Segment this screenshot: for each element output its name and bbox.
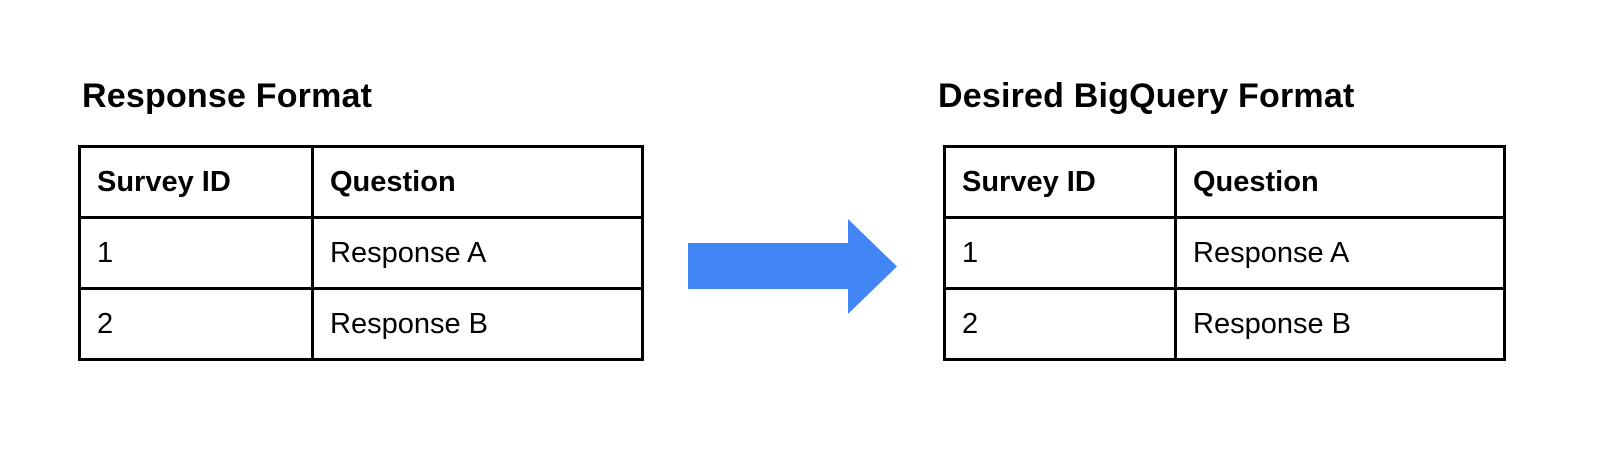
right-arrow-shape (688, 219, 897, 314)
table-row: 2 Response B (943, 287, 1506, 361)
cell-survey-id: 2 (78, 287, 314, 361)
column-header-survey-id: Survey ID (943, 145, 1177, 219)
response-format-table: Survey ID Question 1 Response A 2 Respon… (78, 145, 644, 361)
bigquery-format-table: Survey ID Question 1 Response A 2 Respon… (943, 145, 1506, 361)
bigquery-format-title: Desired BigQuery Format (938, 77, 1355, 115)
table-row: 1 Response A (943, 216, 1506, 290)
cell-survey-id: 1 (78, 216, 314, 290)
table-row: 1 Response A (78, 216, 644, 290)
response-format-title: Response Format (82, 77, 373, 115)
cell-question: Response B (311, 287, 644, 361)
column-header-survey-id: Survey ID (78, 145, 314, 219)
cell-survey-id: 2 (943, 287, 1177, 361)
cell-question: Response A (1174, 216, 1506, 290)
column-header-question: Question (311, 145, 644, 219)
table-header-row: Survey ID Question (943, 145, 1506, 219)
table-header-row: Survey ID Question (78, 145, 644, 219)
cell-survey-id: 1 (943, 216, 1177, 290)
cell-question: Response A (311, 216, 644, 290)
right-arrow-icon (688, 219, 897, 314)
column-header-question: Question (1174, 145, 1506, 219)
table-row: 2 Response B (78, 287, 644, 361)
cell-question: Response B (1174, 287, 1506, 361)
